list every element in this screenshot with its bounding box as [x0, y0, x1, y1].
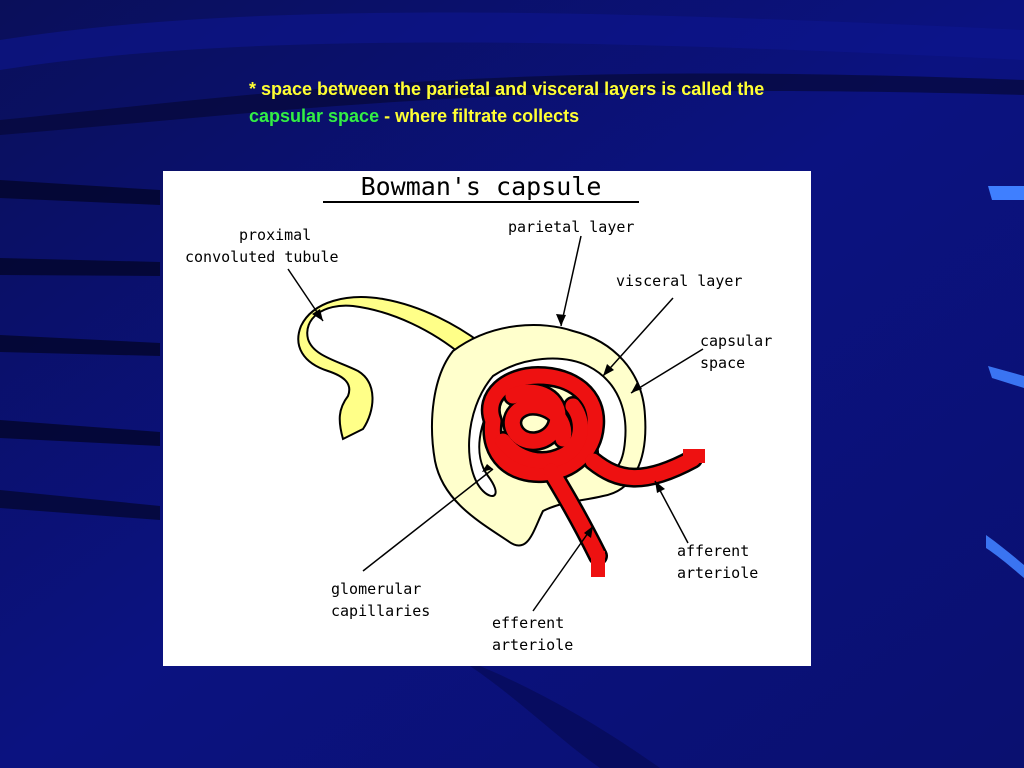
caption-line-2: capsular space - where filtrate collects: [249, 103, 969, 130]
label-efferent-arteriole: arteriole: [492, 636, 574, 654]
label-parietal-layer: parietal layer: [508, 218, 635, 236]
caption-term: capsular space: [249, 106, 380, 126]
label-visceral-layer: visceral layer: [616, 272, 743, 290]
proximal-tubule-shape: [297, 296, 483, 441]
vessel-ends: [591, 449, 705, 577]
caption-rest: - where filtrate collects: [379, 106, 580, 126]
diagram-drawing: [287, 235, 705, 612]
slide-caption: * space between the parietal and viscera…: [249, 76, 969, 130]
caption-line-1: * space between the parietal and viscera…: [249, 79, 765, 99]
label-capsular: capsular: [700, 332, 773, 350]
label-proximal: proximal: [239, 226, 312, 244]
label-efferent: efferent: [492, 614, 565, 632]
label-convoluted-tubule: convoluted tubule: [185, 248, 339, 266]
label-space: space: [700, 354, 746, 372]
label-afferent: afferent: [677, 542, 750, 560]
label-capillaries: capillaries: [331, 602, 431, 620]
diagram-title: Bowman's capsule: [323, 171, 639, 203]
label-afferent-arteriole: arteriole: [677, 564, 759, 582]
label-glomerular: glomerular: [331, 580, 422, 598]
bowmans-capsule-diagram: Bowman's capsule proximal convoluted tub…: [163, 171, 811, 666]
